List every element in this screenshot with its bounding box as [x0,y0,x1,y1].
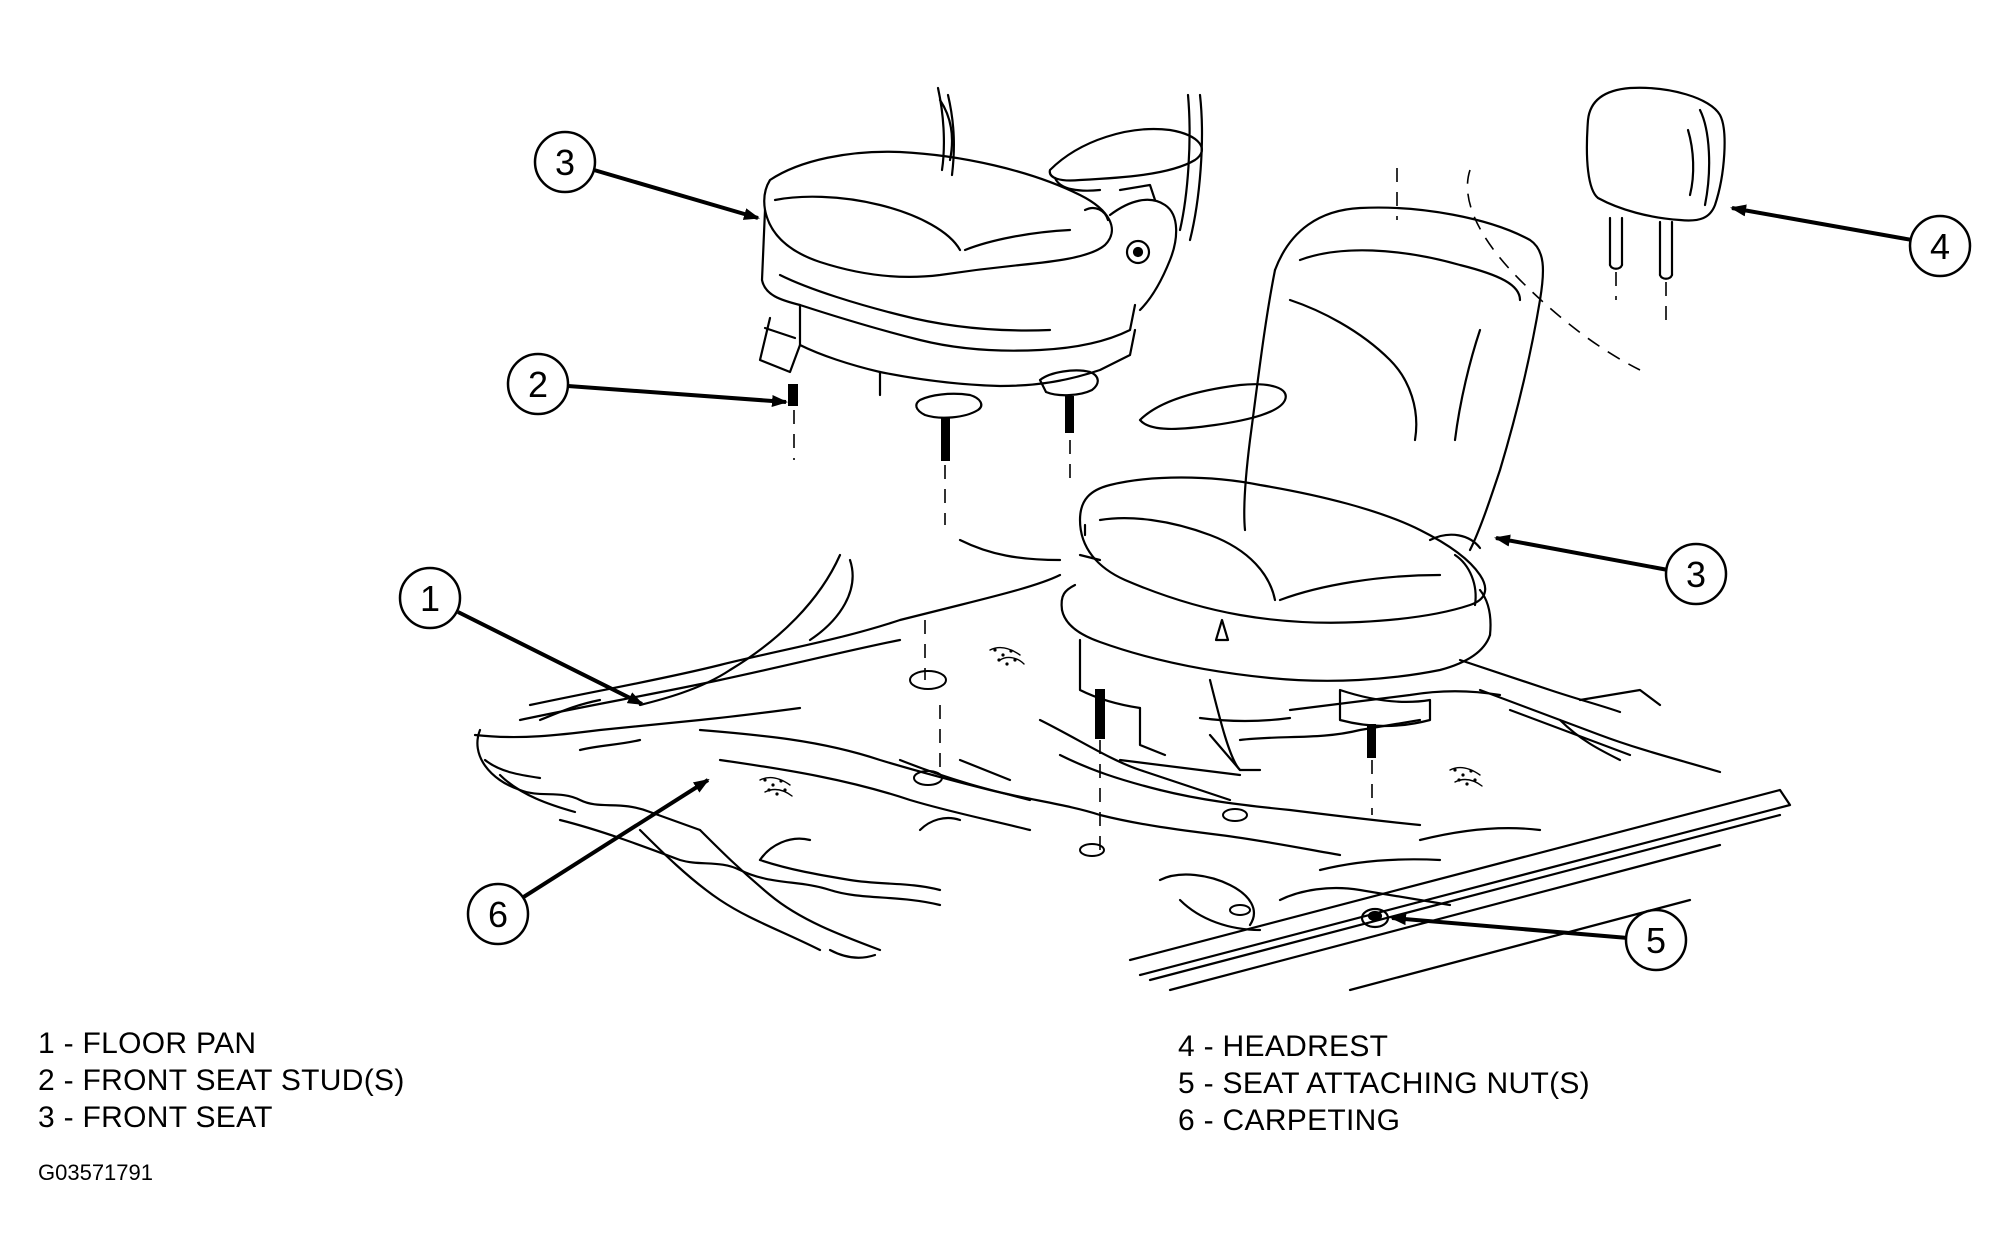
callout-4: 4 [1730,204,1972,278]
seat-attaching-nut [1360,907,1390,929]
callout-5: 5 [1390,908,1688,972]
figure-code: G03571791 [38,1160,153,1185]
floor-mount-points [909,670,1251,916]
legend-item-front-seat-studs: 2 - FRONT SEAT STUD(S) [38,1064,405,1097]
callout-label-5: 5 [1646,920,1666,961]
lower-seat-studs [1095,689,1376,758]
callout-label-3-lower: 3 [1686,554,1706,595]
front-seat-upper-drawing [758,86,1204,419]
legend-item-floor-pan: 1 - FLOOR PAN [38,1027,257,1060]
legend-item-carpeting: 6 - CARPETING [1178,1104,1401,1137]
legend-item-headrest: 4 - HEADREST [1178,1030,1389,1063]
callout-label-1: 1 [420,578,440,619]
callouts: 3 2 1 6 4 3 [398,130,1972,972]
upper-seat-studs [788,384,1074,461]
legend-item-seat-attaching-nuts: 5 - SEAT ATTACHING NUT(S) [1178,1067,1590,1100]
front-seat-lower-drawing [1060,206,1545,772]
callout-label-6: 6 [488,894,508,935]
callout-2: 2 [506,352,788,416]
callout-3-upper: 3 [533,130,760,220]
callout-label-4: 4 [1930,226,1950,267]
floor-pan-drawing [473,538,1792,992]
callout-6: 6 [466,778,710,946]
carpet-texture [763,648,1477,796]
legend-item-front-seat: 3 - FRONT SEAT [38,1101,273,1134]
callout-1: 1 [398,566,644,706]
callout-label-2: 2 [528,364,548,405]
installation-guide-lines [793,168,1667,850]
callout-label-3-upper: 3 [555,142,575,183]
callout-3-lower: 3 [1494,534,1728,606]
headrest-drawing [1585,86,1726,280]
